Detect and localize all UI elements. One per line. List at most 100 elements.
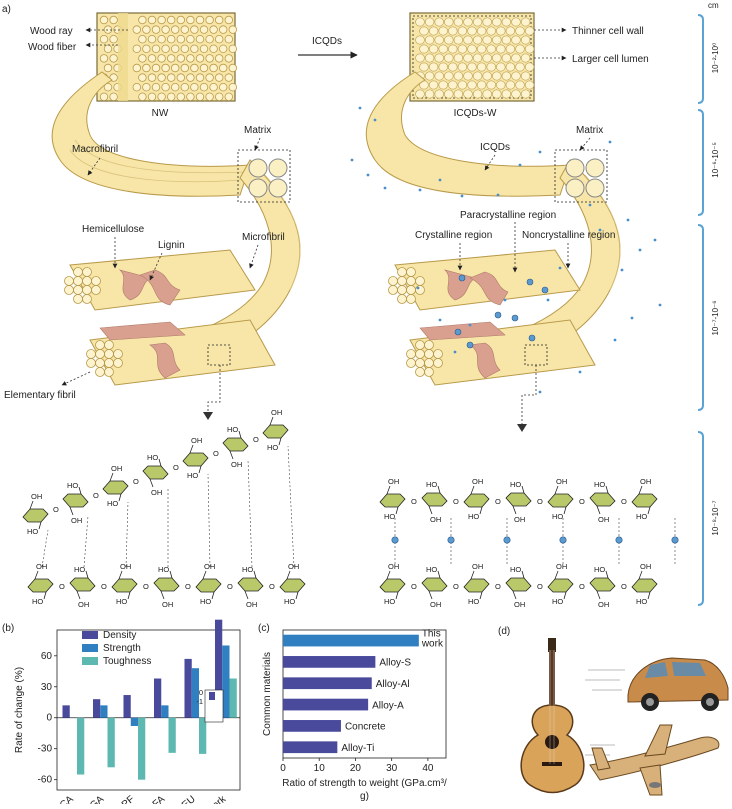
- svg-text:O: O: [621, 582, 627, 591]
- svg-text:HO: HO: [32, 597, 43, 606]
- xlabel-c-line2: g): [360, 791, 369, 802]
- svg-text:HO: HO: [187, 471, 198, 480]
- panel-b-label: (b): [2, 623, 14, 634]
- ytick-label-b-4: 60: [41, 651, 53, 662]
- svg-text:HO: HO: [67, 481, 78, 490]
- bar-c-2: [283, 677, 372, 689]
- bar-c-5: [283, 741, 337, 753]
- label-paracrystalline: Paracrystalline region: [460, 210, 556, 221]
- svg-text:OH: OH: [204, 562, 215, 571]
- svg-text:OH: OH: [640, 562, 651, 571]
- svg-text:OH: OH: [598, 600, 609, 609]
- svg-text:HO: HO: [227, 425, 238, 434]
- svg-text:HO: HO: [384, 512, 395, 521]
- quantum-dot: [560, 537, 566, 543]
- svg-text:HO: HO: [552, 597, 563, 606]
- bar-strength-2: [131, 718, 138, 726]
- bar-label-c-4: Concrete: [345, 722, 386, 733]
- guitar-illustration: [521, 638, 584, 793]
- bar-label-c-2: Alloy-Al: [376, 679, 410, 690]
- legend-label-2: Toughness: [103, 656, 151, 667]
- svg-text:O: O: [227, 582, 233, 591]
- bar-strength-5: [222, 645, 229, 717]
- svg-text:OH: OH: [430, 600, 441, 609]
- svg-text:HO: HO: [284, 597, 295, 606]
- cellulose-chains-native: OH HO O OH HO O OH HO O OH HO O OH HO O OH HO O OH HO OH HO O O…: [23, 408, 305, 609]
- svg-text:HO: HO: [468, 512, 479, 521]
- svg-text:O: O: [143, 582, 149, 591]
- bar-density-4: [184, 659, 191, 718]
- svg-text:HO: HO: [636, 512, 647, 521]
- svg-text:OH: OH: [111, 464, 122, 473]
- bar-c-4: [283, 720, 341, 732]
- quantum-dot: [504, 537, 510, 543]
- svg-text:O: O: [185, 582, 191, 591]
- legend-label-0: Density: [103, 630, 136, 641]
- bar-c-3: [283, 699, 368, 711]
- xtick-label-c-1: 10: [314, 763, 326, 774]
- svg-text:OH: OH: [472, 477, 483, 486]
- svg-text:O: O: [537, 582, 543, 591]
- svg-text:HO: HO: [552, 512, 563, 521]
- ytick-label-b-2: 0: [46, 713, 52, 724]
- svg-text:HO: HO: [147, 453, 158, 462]
- xtick-label-b-2: 20% PF: [102, 794, 136, 804]
- svg-text:OH: OH: [514, 600, 525, 609]
- svg-text:O: O: [495, 582, 501, 591]
- label-icqds: ICQDs: [480, 142, 510, 153]
- ylabel-c: Common materials: [262, 652, 273, 736]
- svg-text:O: O: [253, 435, 259, 444]
- svg-text:O: O: [411, 582, 417, 591]
- bar-label-c-0-b: work: [421, 639, 444, 650]
- bar-toughness-0: [77, 718, 84, 775]
- svg-text:OH: OH: [78, 600, 89, 609]
- svg-text:OH: OH: [388, 562, 399, 571]
- label-wood-fiber: Wood fiber: [28, 42, 77, 53]
- label-matrix-left: Matrix: [244, 125, 271, 136]
- bar-density-0: [62, 705, 69, 717]
- svg-text:HO: HO: [510, 565, 521, 574]
- svg-text:O: O: [621, 497, 627, 506]
- label-macrofibril: Macrofibril: [72, 144, 118, 155]
- svg-text:OH: OH: [120, 562, 131, 571]
- panel-d-label: (d): [498, 626, 510, 637]
- ylabel-b: Rate of change (%): [14, 667, 25, 753]
- xtick-label-c-3: 30: [386, 763, 398, 774]
- svg-text:HO: HO: [74, 565, 85, 574]
- scale-range-3: 10⁻⁷-10⁻⁶: [711, 300, 720, 335]
- svg-text:O: O: [213, 449, 219, 458]
- natural-wood-block: [97, 13, 237, 101]
- label-microfibril: Microfibril: [242, 232, 285, 243]
- svg-text:OH: OH: [598, 515, 609, 524]
- scale-range-1: 10⁻²-10⁰: [711, 43, 720, 74]
- quantum-dot: [448, 537, 454, 543]
- svg-text:OH: OH: [231, 460, 242, 469]
- svg-text:OH: OH: [430, 515, 441, 524]
- svg-text:O: O: [93, 491, 99, 500]
- panel-c-label: (c): [258, 623, 270, 634]
- svg-text:OH: OH: [31, 492, 42, 501]
- svg-text:O: O: [173, 463, 179, 472]
- bar-toughness-3: [169, 718, 176, 753]
- label-hemicellulose: Hemicellulose: [82, 224, 145, 235]
- svg-text:O: O: [579, 497, 585, 506]
- bar-label-c-5: Alloy-Ti: [341, 743, 374, 754]
- legend-label-1: Strength: [103, 643, 141, 654]
- svg-text:OH: OH: [388, 477, 399, 486]
- svg-text:OH: OH: [514, 515, 525, 524]
- svg-text:O: O: [101, 582, 107, 591]
- xlabel-c-line1: Ratio of strength to weight (GPa.cm³/: [282, 778, 447, 789]
- svg-text:O: O: [537, 497, 543, 506]
- xtick-label-c-2: 20: [350, 763, 362, 774]
- svg-text:OH: OH: [191, 436, 202, 445]
- svg-text:O: O: [453, 582, 459, 591]
- right-fibril-structure: [351, 72, 662, 432]
- bar-toughness-4: [199, 718, 206, 754]
- svg-text:OH: OH: [162, 600, 173, 609]
- svg-text:OH: OH: [36, 562, 47, 571]
- label-nw: NW: [152, 108, 169, 119]
- svg-text:HO: HO: [267, 443, 278, 452]
- svg-text:OH: OH: [151, 488, 162, 497]
- label-larger-cell-lumen: Larger cell lumen: [572, 54, 649, 65]
